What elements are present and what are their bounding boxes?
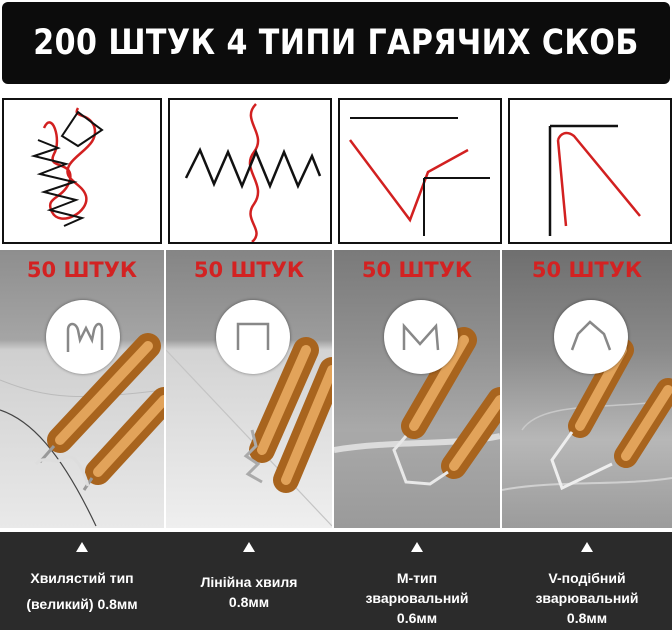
diagram-wavy-large: [2, 98, 162, 244]
caption-m-type: М-тип зварювальний 0.6мм: [334, 532, 500, 630]
up-arrow-icon: [411, 542, 423, 552]
caption-linear-wave: Лінійна хвиля 0.8мм: [166, 532, 332, 630]
caption-text: V-подібний зварювальний 0.8мм: [502, 568, 672, 628]
welder-tips-image: [0, 333, 164, 527]
staple-zoom-bubble: [384, 300, 458, 374]
v-shaped-staple-icon: [548, 124, 641, 236]
m-type-staple-icon: [349, 117, 490, 236]
linear-wave-staple-icon: [184, 103, 322, 242]
caption-line: 0.6мм: [396, 610, 438, 626]
caption-line: (великий) 0.8мм: [26, 596, 138, 612]
diagram-row: [0, 98, 672, 244]
diagram-m-type: [338, 98, 502, 244]
wavy-staple-icon: [66, 322, 104, 352]
caption-line: Хвилястий тип: [30, 570, 134, 586]
up-arrow-icon: [243, 542, 255, 552]
staple-zoom-bubble: [554, 300, 628, 374]
count-label: 50 ШТУК: [26, 258, 138, 282]
caption-text: Лінійна хвиля 0.8мм: [166, 572, 332, 612]
photo-wavy-large: 50 ШТУК: [0, 250, 164, 528]
count-label: 50 ШТУК: [361, 258, 473, 282]
caption-text: М-тип зварювальний 0.6мм: [334, 568, 500, 628]
caption-line: 0.8мм: [566, 610, 608, 626]
photo-v-shaped: 50 ШТУК: [502, 250, 672, 528]
count-label: 50 ШТУК: [531, 258, 643, 282]
caption-line: М-тип: [396, 570, 438, 586]
caption-text: Хвилястий тип (великий) 0.8мм: [0, 568, 164, 614]
caption-line: зварювальний: [365, 590, 469, 606]
count-label: 50 ШТУК: [193, 258, 305, 282]
caption-line: 0.8мм: [228, 594, 270, 610]
wavy-large-staple-icon: [30, 107, 104, 227]
photo-linear-wave: 50 ШТУК: [166, 250, 332, 528]
photo-row: 50 ШТУК 50 ШТУК: [0, 250, 672, 528]
diagram-v-shaped: [508, 98, 672, 244]
caption-line: V-подібний: [548, 570, 626, 586]
diagram-linear-wave: [168, 98, 332, 244]
up-arrow-icon: [76, 542, 88, 552]
page-title: 200 ШТУК 4 ТИПИ ГАРЯЧИХ СКОБ: [33, 23, 639, 63]
caption-wavy-large: Хвилястий тип (великий) 0.8мм: [0, 532, 164, 630]
m-staple-icon: [402, 322, 440, 351]
welder-tips-image: [166, 337, 332, 527]
up-arrow-icon: [581, 542, 593, 552]
caption-line: зварювальний: [535, 590, 639, 606]
welder-tips-image: [334, 327, 500, 486]
staple-zoom-bubble: [216, 300, 290, 374]
staple-zoom-bubble: [46, 300, 120, 374]
linear-staple-icon: [236, 322, 270, 350]
photo-m-type: 50 ШТУК: [334, 250, 500, 528]
welder-tips-image: [502, 338, 672, 491]
v-staple-icon: [570, 320, 612, 351]
title-banner: 200 ШТУК 4 ТИПИ ГАРЯЧИХ СКОБ: [2, 2, 670, 84]
caption-row: Хвилястий тип (великий) 0.8мм Лінійна хв…: [0, 532, 672, 630]
caption-line: Лінійна хвиля: [200, 574, 298, 590]
caption-v-shaped: V-подібний зварювальний 0.8мм: [502, 532, 672, 630]
